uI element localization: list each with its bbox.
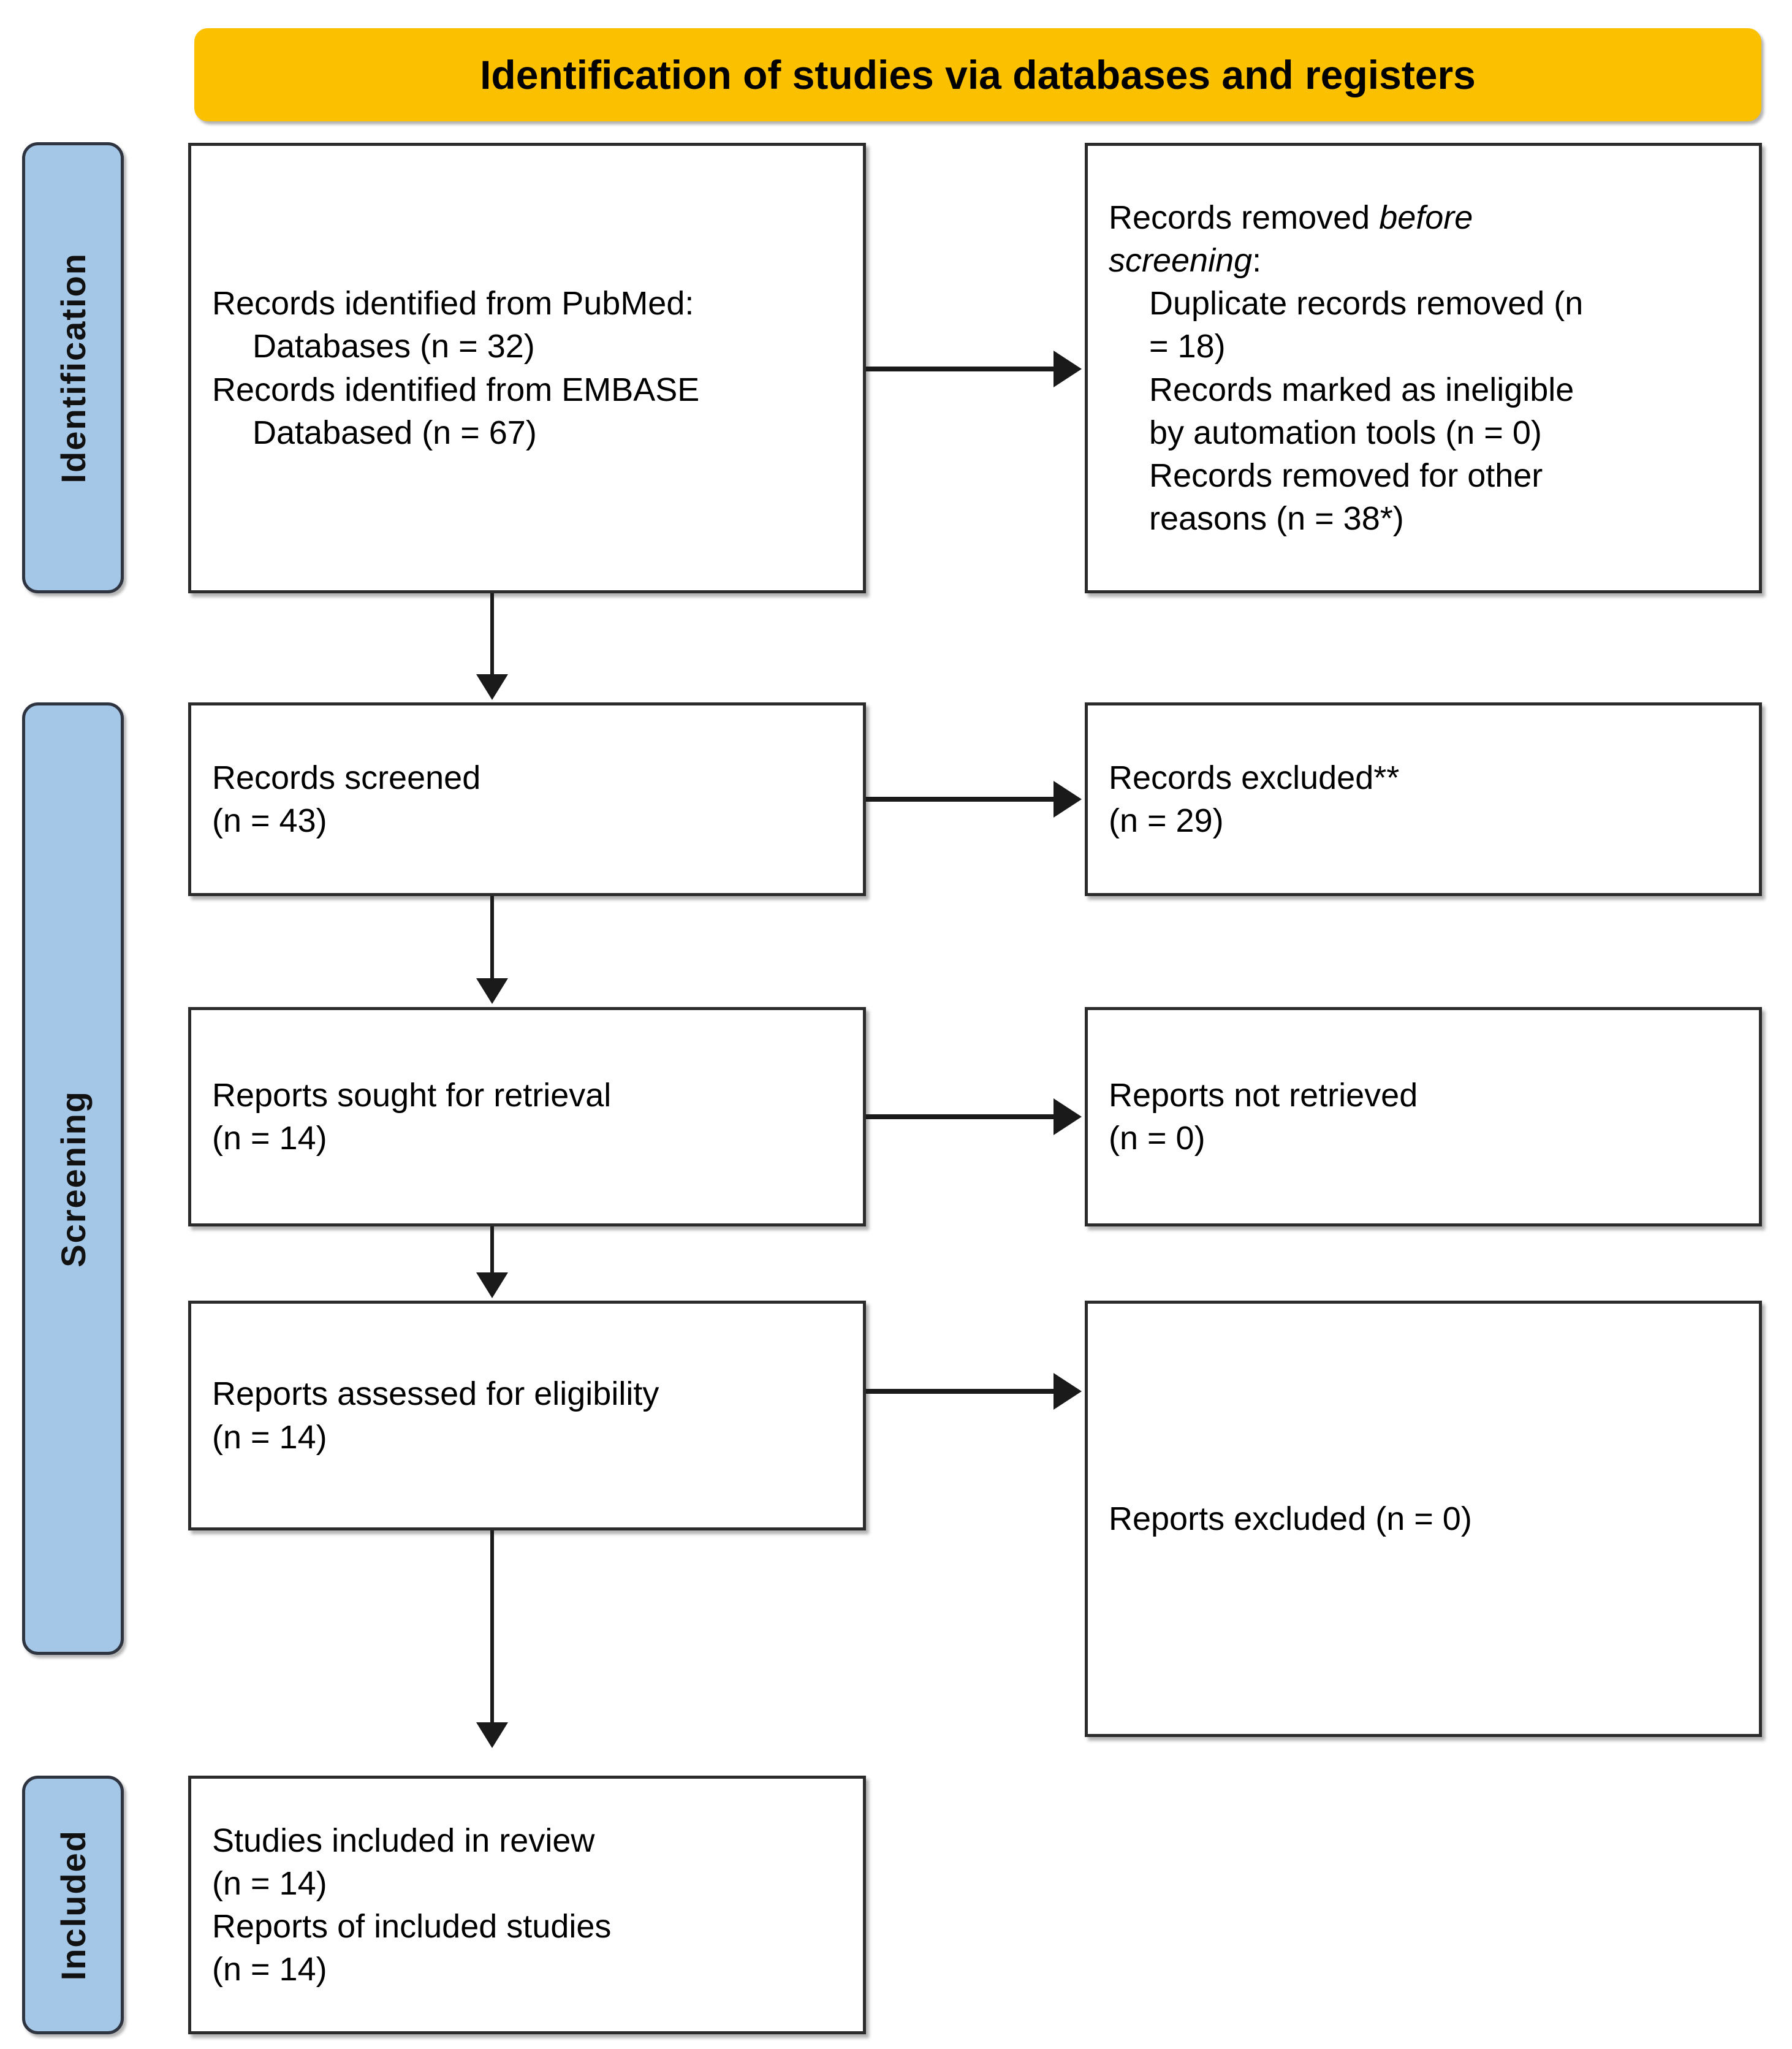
records-removed-line-1: Records removed before bbox=[1109, 196, 1741, 239]
records-removed-italic-screening: screening bbox=[1109, 241, 1253, 279]
reports-sought-line-2: (n = 14) bbox=[212, 1120, 327, 1157]
box-records-identified: Records identified from PubMed: Database… bbox=[188, 143, 866, 593]
records-removed-line-8: reasons (n = 38*) bbox=[1149, 500, 1404, 538]
reports-not-retrieved-line-2: (n = 0) bbox=[1109, 1120, 1205, 1157]
box-reports-not-retrieved: Reports not retrieved (n = 0) bbox=[1085, 1007, 1762, 1226]
arrow-screened-to-excluded-line bbox=[866, 797, 1056, 802]
arrow-assessed-to-included-line bbox=[490, 1530, 494, 1725]
records-removed-line-5: Records marked as ineligible bbox=[1149, 371, 1574, 408]
banner-title: Identification of studies via databases … bbox=[480, 51, 1476, 97]
records-removed-line-6: by automation tools (n = 0) bbox=[1149, 414, 1542, 451]
records-removed-prefix: Records removed bbox=[1109, 199, 1380, 236]
stage-bar-identification: Identification bbox=[22, 142, 124, 593]
records-removed-line-4: = 18) bbox=[1149, 328, 1226, 365]
arrow-assessed-to-reports-excluded-head bbox=[1054, 1373, 1082, 1410]
records-identified-line-2: Databases (n = 32) bbox=[252, 328, 535, 365]
studies-included-line-4: (n = 14) bbox=[212, 1951, 327, 1988]
records-screened-line-2: (n = 43) bbox=[212, 802, 327, 839]
arrow-screened-to-sought-head bbox=[476, 978, 508, 1004]
box-reports-assessed-for-eligibility: Reports assessed for eligibility (n = 14… bbox=[188, 1301, 866, 1530]
reports-not-retrieved-line-1: Reports not retrieved bbox=[1109, 1076, 1418, 1114]
records-identified-line-3: Records identified from EMBASE bbox=[212, 371, 700, 408]
records-screened-line-1: Records screened bbox=[212, 759, 481, 796]
box-records-excluded: Records excluded** (n = 29) bbox=[1085, 702, 1762, 896]
reports-assessed-line-1: Reports assessed for eligibility bbox=[212, 1375, 659, 1413]
records-removed-line-2: screening: bbox=[1109, 239, 1741, 282]
records-removed-line-7: Records removed for other bbox=[1149, 457, 1543, 494]
arrow-assessed-to-included-head bbox=[476, 1722, 508, 1748]
records-removed-line-3: Duplicate records removed (n bbox=[1149, 285, 1584, 322]
box-studies-included-in-review: Studies included in review (n = 14) Repo… bbox=[188, 1776, 866, 2034]
stage-label-screening: Screening bbox=[53, 1090, 93, 1268]
arrow-sought-to-assessed-line bbox=[490, 1226, 494, 1275]
arrow-identified-to-removed-line bbox=[866, 367, 1056, 371]
reports-sought-line-1: Reports sought for retrieval bbox=[212, 1076, 612, 1114]
box-reports-sought-for-retrieval: Reports sought for retrieval (n = 14) bbox=[188, 1007, 866, 1226]
box-records-removed-before-screening: Records removed before screening: Duplic… bbox=[1085, 143, 1762, 593]
records-identified-line-4: Databased (n = 67) bbox=[252, 414, 537, 451]
diagram-banner: Identification of studies via databases … bbox=[194, 28, 1761, 121]
arrow-screened-to-sought-line bbox=[490, 896, 494, 982]
box-records-screened: Records screened (n = 43) bbox=[188, 702, 866, 896]
arrow-assessed-to-reports-excluded-line bbox=[866, 1389, 1056, 1394]
arrow-sought-to-not-retrieved-head bbox=[1054, 1098, 1082, 1135]
studies-included-line-1: Studies included in review bbox=[212, 1822, 595, 1859]
arrow-sought-to-not-retrieved-line bbox=[866, 1114, 1056, 1119]
reports-assessed-line-2: (n = 14) bbox=[212, 1418, 327, 1456]
reports-excluded-line-1: Reports excluded (n = 0) bbox=[1109, 1500, 1472, 1537]
studies-included-line-3: Reports of included studies bbox=[212, 1908, 612, 1945]
records-removed-colon: : bbox=[1252, 241, 1262, 279]
arrow-sought-to-assessed-head bbox=[476, 1272, 508, 1298]
stage-label-identification: Identification bbox=[53, 252, 93, 484]
arrow-screened-to-excluded-head bbox=[1054, 781, 1082, 818]
records-removed-italic-before: before bbox=[1379, 199, 1473, 236]
stage-label-included: Included bbox=[53, 1829, 93, 1981]
records-identified-line-1: Records identified from PubMed: bbox=[212, 285, 694, 322]
arrow-identified-to-screened-line bbox=[490, 593, 494, 679]
arrow-identified-to-screened-head bbox=[476, 674, 508, 700]
box-reports-excluded: Reports excluded (n = 0) bbox=[1085, 1301, 1762, 1737]
stage-bar-screening: Screening bbox=[22, 702, 124, 1655]
stage-bar-included: Included bbox=[22, 1776, 124, 2034]
records-excluded-line-1: Records excluded** bbox=[1109, 759, 1400, 796]
arrow-identified-to-removed-head bbox=[1054, 351, 1082, 387]
studies-included-line-2: (n = 14) bbox=[212, 1865, 327, 1902]
records-excluded-line-2: (n = 29) bbox=[1109, 802, 1224, 839]
